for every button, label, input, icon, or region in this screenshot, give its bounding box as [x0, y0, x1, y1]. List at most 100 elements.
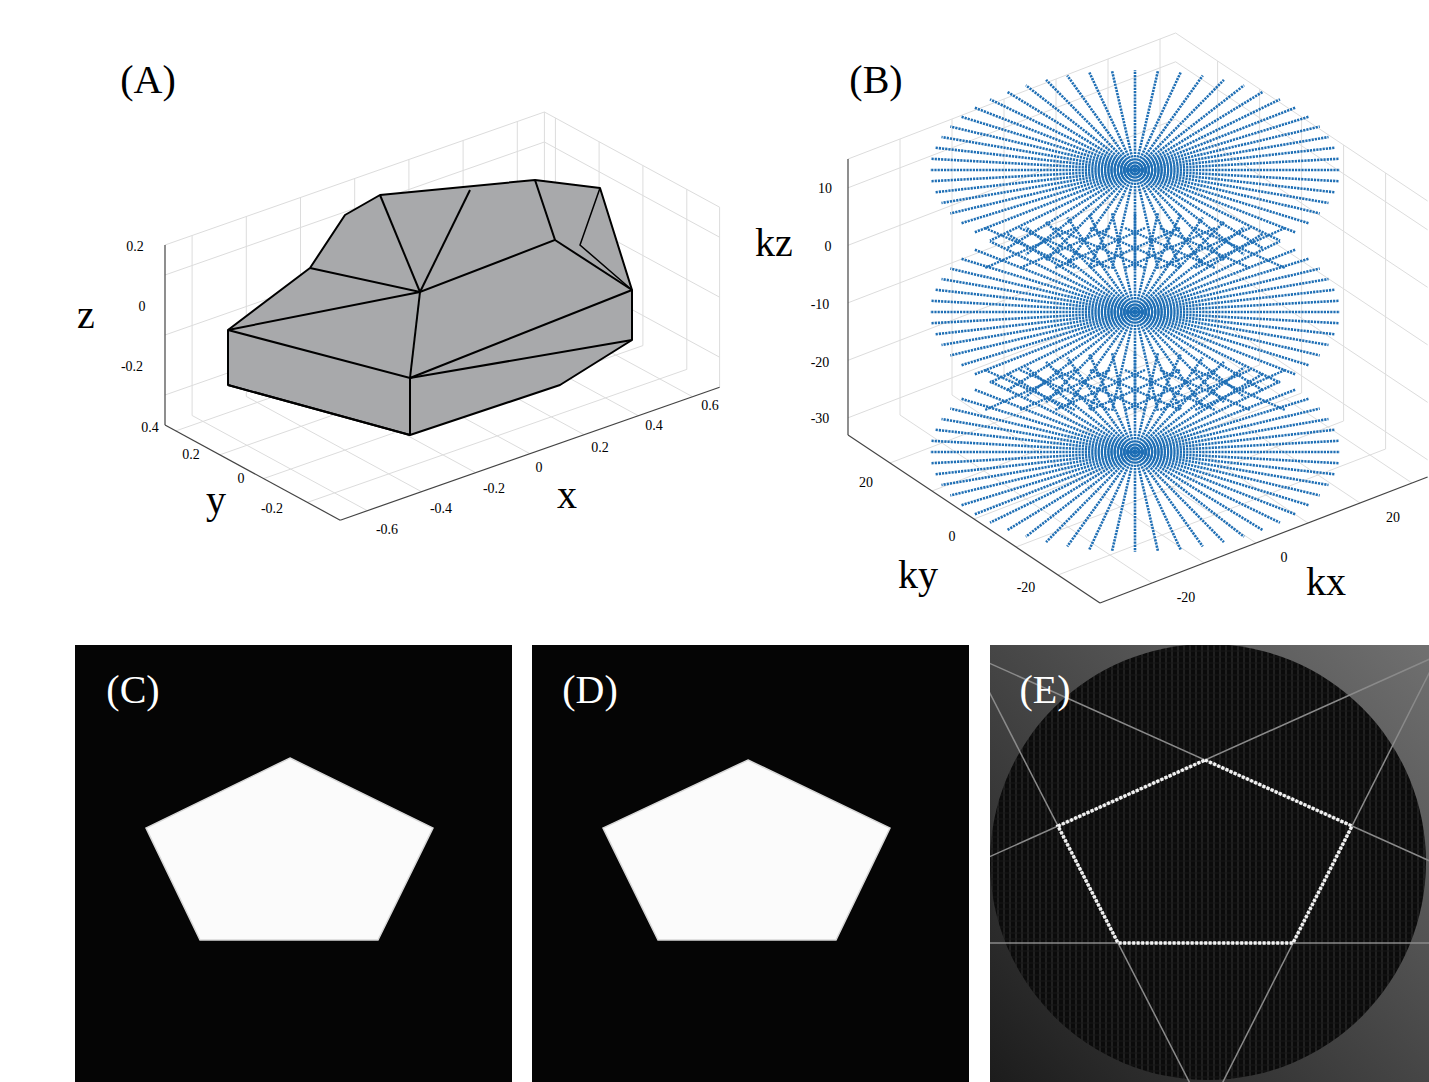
- radial-spoke: [1135, 441, 1339, 452]
- radial-spoke: [935, 452, 1135, 474]
- cross-trajectory: [1090, 228, 1180, 268]
- radial-spoke: [1135, 452, 1224, 542]
- cross-trajectory: [1020, 370, 1110, 410]
- panel-label: (D): [562, 670, 618, 710]
- radial-spoke: [1112, 353, 1135, 452]
- grid-line: [686, 189, 687, 369]
- kz-axis: [847, 159, 848, 435]
- radial-spoke: [1134, 170, 1137, 270]
- grid-line: [890, 337, 1218, 463]
- cross-trajectory: [1090, 370, 1180, 410]
- tick-label: 20: [859, 476, 873, 490]
- tick-label: -10: [811, 298, 830, 312]
- radial-spoke: [1135, 301, 1339, 312]
- axis-title: z: [77, 295, 95, 335]
- radial-spoke: [1134, 312, 1137, 412]
- cross-trajectory: [1020, 370, 1110, 410]
- y-axis: [165, 425, 340, 520]
- radial-spoke: [1135, 159, 1339, 170]
- tick-label: 0: [949, 530, 956, 544]
- radial-spoke: [935, 312, 1135, 334]
- cross-trajectory: [985, 228, 1075, 268]
- panel-c: [75, 645, 512, 1082]
- tick-label: -0.4: [430, 502, 452, 516]
- panel-a-axes: [165, 112, 720, 520]
- tick-label: -0.2: [261, 502, 283, 516]
- radial-spoke: [1135, 452, 1181, 550]
- panel-label: (E): [1019, 670, 1070, 710]
- cross-trajectory: [1195, 370, 1285, 410]
- polyhedron-edge: [228, 292, 420, 330]
- radial-spoke: [1135, 148, 1335, 170]
- tick-label: -0.2: [121, 360, 143, 374]
- tick-label: 0.2: [591, 441, 609, 455]
- grid-line: [1343, 145, 1344, 421]
- edge-streak: [990, 645, 1429, 958]
- cross-trajectory: [985, 370, 1075, 410]
- tick-label: 0: [825, 240, 832, 254]
- polyhedron-edge: [555, 240, 632, 290]
- tick-label: -0.2: [483, 482, 505, 496]
- radial-spoke: [1046, 80, 1135, 170]
- axis-title: kx: [1306, 562, 1346, 602]
- grid-line: [642, 166, 643, 346]
- cross-trajectory: [1195, 228, 1285, 268]
- pentagon-image: [603, 760, 890, 940]
- radial-spoke: [950, 312, 1135, 355]
- cross-trajectory: [1160, 228, 1250, 268]
- tick-label: 10: [818, 182, 832, 196]
- radial-spoke: [1134, 70, 1137, 170]
- radial-spoke: [1135, 430, 1335, 452]
- tick-label: 0: [238, 472, 245, 486]
- radial-spoke: [950, 452, 1135, 495]
- polyhedron-edge: [227, 330, 229, 385]
- kspace-trajectory: [930, 70, 1340, 552]
- panel-label: (A): [120, 60, 176, 100]
- tick-label: -20: [1017, 581, 1036, 595]
- pentagon-image: [146, 758, 433, 940]
- axis-title: y: [206, 480, 226, 520]
- radial-spoke: [1135, 269, 1320, 312]
- tick-label: 20: [1386, 511, 1400, 525]
- tick-label: 0: [536, 461, 543, 475]
- radial-spoke: [1135, 241, 1280, 312]
- tick-label: 0.4: [645, 419, 663, 433]
- tick-label: 0.2: [126, 240, 144, 254]
- image-background: [990, 645, 1429, 1082]
- radial-spoke: [931, 312, 1135, 323]
- cross-trajectory: [985, 228, 1075, 268]
- radial-spoke: [1135, 452, 1158, 551]
- grid-line: [848, 234, 1176, 360]
- polyhedron-edge: [580, 188, 632, 290]
- image-background: [532, 645, 969, 1082]
- axis-title: kz: [755, 223, 793, 263]
- edge-artifacts: [990, 645, 1429, 1082]
- panel-b-axes: [848, 33, 1428, 603]
- radial-spoke: [1135, 127, 1320, 170]
- radial-spoke: [1135, 290, 1335, 312]
- cross-trajectory: [1125, 228, 1215, 268]
- radial-spoke: [990, 452, 1135, 523]
- cross-trajectory: [1125, 370, 1215, 410]
- polyhedron-edge: [380, 195, 420, 292]
- cross-trajectory: [1055, 228, 1145, 268]
- box-edge: [719, 207, 720, 387]
- panel-d: [532, 645, 969, 1082]
- cross-trajectory: [1020, 228, 1110, 268]
- edge-streak: [990, 645, 1238, 1082]
- z-axis: [164, 245, 165, 425]
- radial-spoke: [950, 170, 1135, 213]
- radial-spoke: [1112, 71, 1135, 170]
- polyhedron-edge: [228, 385, 410, 435]
- image-background: [75, 645, 512, 1082]
- edge-streak: [990, 645, 1429, 958]
- radial-spoke: [931, 170, 1135, 181]
- polyhedron-edge: [409, 378, 411, 435]
- tick-label: -0.6: [376, 523, 398, 537]
- radial-spoke: [990, 99, 1135, 170]
- tick-label: 0: [139, 300, 146, 314]
- panel-e: [990, 645, 1429, 1082]
- cross-trajectory: [985, 370, 1075, 410]
- grid-line: [1259, 89, 1260, 365]
